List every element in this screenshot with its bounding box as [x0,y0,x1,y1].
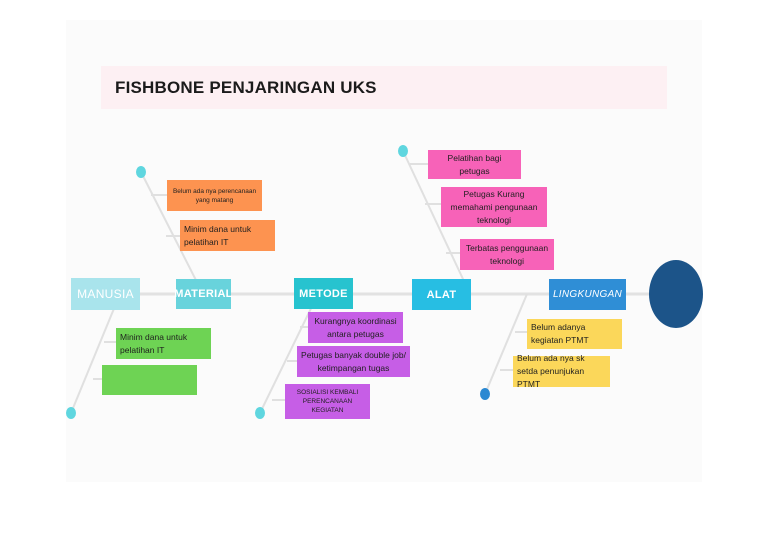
cause-box: Pelatihan bagi petugas [428,150,521,179]
bone-alat [402,150,471,295]
cause-box: Belum ada nya perencanaan yang matang [167,180,262,211]
category-lingkungan: LINGKUNGAN [549,279,626,310]
cause-box: Kurangnya koordinasi antara petugas [308,312,403,343]
category-alat: ALAT [412,279,471,310]
bone-end-dot [66,407,76,419]
bone-end-dot [398,145,408,157]
cause-box: Belum adanya kegiatan PTMT [527,319,622,349]
page-title: FISHBONE PENJARINGAN UKS [115,78,377,97]
cause-box: Petugas Kurang memahami pengunaan teknol… [441,187,547,227]
fish-head [649,260,703,328]
cause-box: Minim dana untuk pelatihan IT [116,328,211,359]
cause-box: Minim dana untuk pelatihan IT [180,220,275,251]
bone-end-dot [480,388,490,400]
cause-box: Belum ada nya sk setda penunjukan PTMT [513,353,610,389]
title-bar: FISHBONE PENJARINGAN UKS [101,66,667,109]
cause-box [102,365,197,395]
cause-box: Petugas banyak double job/ ketimpangan t… [297,346,410,377]
category-material: MATERIAL [174,279,232,309]
bone-lingkungan [484,293,528,395]
bone-material [140,171,204,295]
category-manusia: MANUSIA [71,278,140,310]
cause-box: SOSIALISI KEMBALI PERENCANAAN KEGIATAN [285,384,370,419]
bone-end-dot [136,166,146,178]
bone-manusia [70,293,121,414]
cause-box: Terbatas penggunaan teknologi [460,239,554,270]
bone-end-dot [255,407,265,419]
category-metode: METODE [294,278,353,309]
